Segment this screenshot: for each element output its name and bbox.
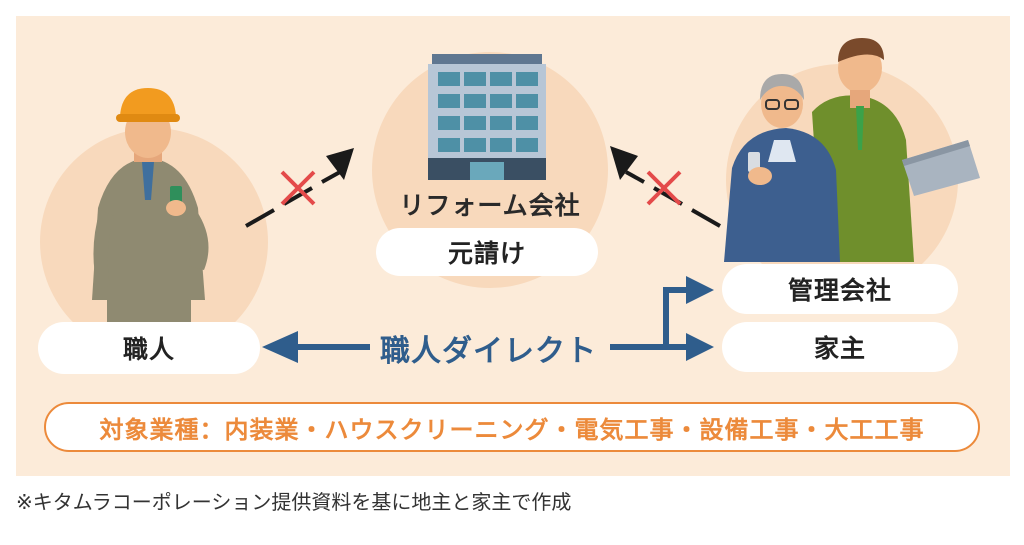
industries-banner: 対象業種：内装業・ハウスクリーニング・電気工事・設備工事・大工工事 [44,402,980,452]
management-company-pill: 管理会社 [722,264,958,314]
craftsman-pill: 職人 [38,322,260,374]
reform-company-label: リフォーム会社 [399,191,581,220]
craftsman-figure-icon [92,88,209,330]
direct-label: 職人ダイレクト [370,326,607,370]
direct-arrow-left [262,331,374,363]
prime-contractor-pill: 元請け [376,228,598,276]
homeowner-pill: 家主 [722,322,958,372]
footnote: ※キタムラコーポレーション提供資料を基に地主と家主で作成 [16,490,572,514]
direct-arrow-right [610,276,714,361]
blocked-arrow-left [245,148,354,228]
building-icon [428,54,546,180]
cross-mark-right-icon [646,170,682,206]
cross-mark-left-icon [280,170,316,206]
clients-figure-icon [724,38,980,262]
